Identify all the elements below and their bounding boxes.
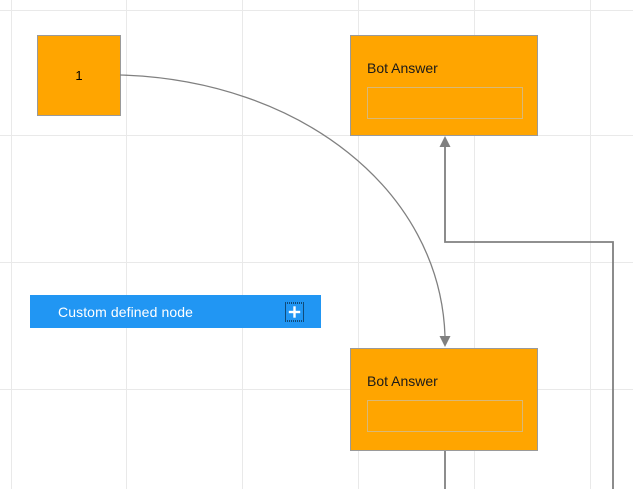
flow-node-bot-answer-top[interactable]: Bot Answer xyxy=(350,35,538,136)
custom-defined-node-bar[interactable]: Custom defined node xyxy=(30,295,321,328)
flow-node-title: Bot Answer xyxy=(367,60,438,76)
flow-node-title: Bot Answer xyxy=(367,373,438,389)
flow-node-bot-answer-bottom[interactable]: Bot Answer xyxy=(350,348,538,451)
flow-node-message-slot[interactable] xyxy=(367,400,523,432)
custom-defined-node-label: Custom defined node xyxy=(58,303,193,320)
flow-node-start-label: 1 xyxy=(75,68,83,83)
flow-node-start[interactable]: 1 xyxy=(37,35,121,116)
flow-node-message-slot[interactable] xyxy=(367,87,523,119)
plus-icon[interactable] xyxy=(285,302,304,321)
